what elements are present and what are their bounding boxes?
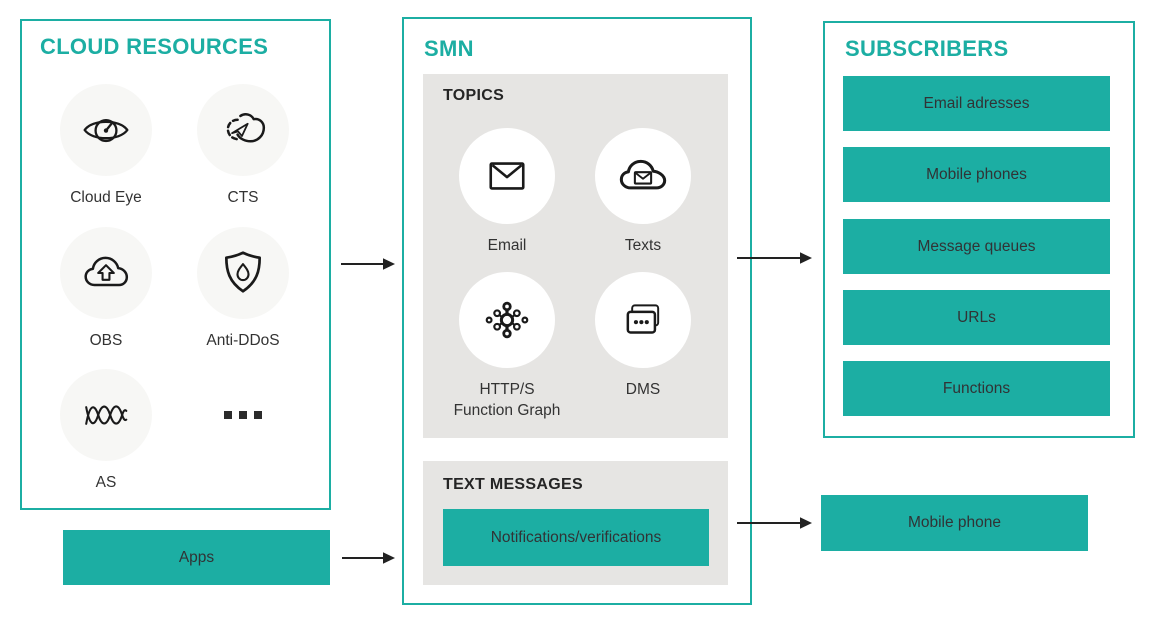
email-envelope-icon [459, 128, 555, 224]
smn-title: SMN [424, 36, 474, 61]
anti-ddos-shield-drop-icon [197, 227, 289, 319]
topic-label: Texts [624, 237, 662, 254]
dms-message-queue-icon [595, 272, 691, 368]
subscriber-email-addresses: Email adresses [843, 76, 1110, 131]
text-messages-title: TEXT MESSAGES [443, 476, 583, 493]
resource-label: AS [95, 474, 117, 491]
subscriber-label: Email adresses [923, 94, 1030, 112]
resource-obs: OBS [31, 227, 181, 351]
subscriber-mobile-phones: Mobile phones [843, 147, 1110, 202]
http-function-graph-icon [459, 272, 555, 368]
resource-anti-ddos: Anti-DDoS [168, 227, 318, 351]
cloud-eye-icon [60, 84, 152, 176]
subscriber-label: Mobile phones [926, 165, 1027, 183]
obs-cloud-upload-icon [60, 227, 152, 319]
resource-label: Anti-DDoS [206, 332, 280, 349]
cts-cloud-trace-icon [197, 84, 289, 176]
mobile-phone-label: Mobile phone [907, 514, 1002, 531]
topic-label: DMS [625, 381, 661, 398]
texts-cloud-message-icon [595, 128, 691, 224]
subscribers-title: SUBSCRIBERS [845, 36, 1009, 61]
apps-box: Apps [63, 530, 330, 585]
notifications-verifications-label: Notifications/verifications [490, 528, 662, 546]
notifications-verifications-box: Notifications/verifications [443, 509, 709, 566]
topic-email: Email [432, 128, 582, 256]
resource-label: CTS [227, 189, 259, 206]
topic-label: Email [487, 237, 527, 254]
topics-title: TOPICS [443, 87, 505, 104]
subscriber-urls: URLs [843, 290, 1110, 345]
topic-dms: DMS [568, 272, 718, 400]
subscriber-label: Message queues [917, 237, 1036, 255]
mobile-phone-box: Mobile phone [821, 495, 1088, 551]
subscriber-message-queues: Message queues [843, 219, 1110, 274]
resource-cts: CTS [168, 84, 318, 208]
more-services-ellipsis-icon [224, 411, 262, 419]
topic-http-function-graph: HTTP/S Function Graph [432, 272, 582, 421]
resource-label: OBS [89, 332, 123, 349]
resource-label: Cloud Eye [70, 189, 142, 206]
resource-as: AS [31, 369, 181, 493]
cloud-resources-title: CLOUD RESOURCES [40, 34, 269, 59]
arrow-apps-to-smn [342, 552, 395, 564]
topic-label: HTTP/S Function Graph [453, 381, 561, 419]
subscriber-label: URLs [957, 308, 996, 326]
subscriber-functions: Functions [843, 361, 1110, 416]
subscriber-label: Functions [942, 379, 1011, 397]
arrow-cloud-to-smn [341, 258, 395, 270]
topics-panel [423, 74, 728, 438]
topic-texts: Texts [568, 128, 718, 256]
resource-cloud-eye: Cloud Eye [31, 84, 181, 208]
as-scaling-waves-icon [60, 369, 152, 461]
apps-label: Apps [178, 548, 215, 566]
